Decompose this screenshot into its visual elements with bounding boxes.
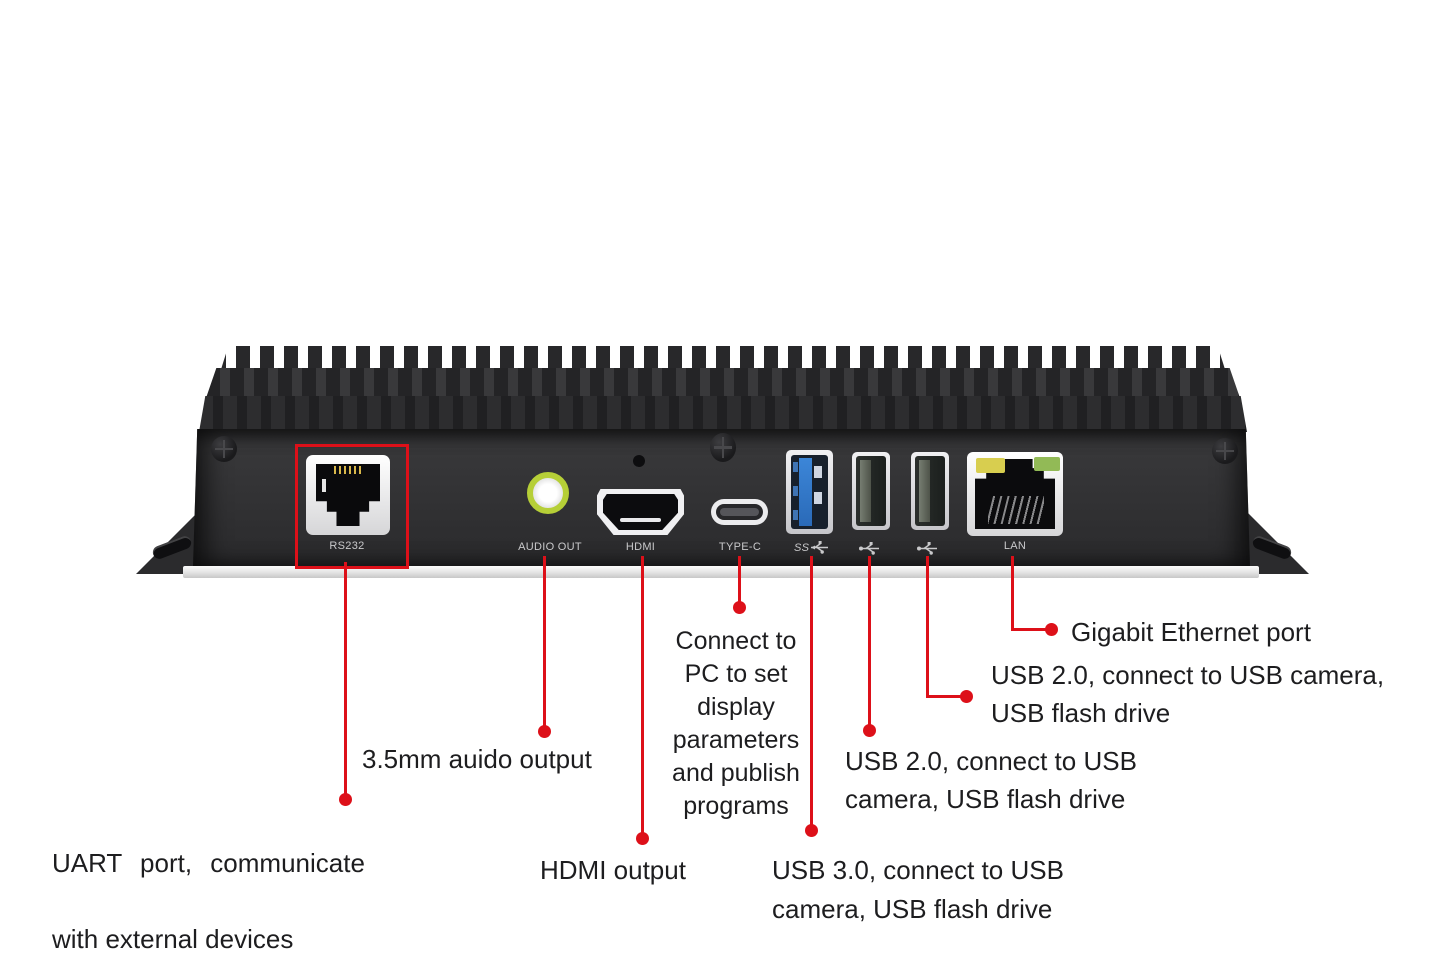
lan-label: LAN xyxy=(1003,540,1027,552)
reset-hole xyxy=(633,455,645,467)
usb2-port-1 xyxy=(852,452,890,530)
annotation-usb2-left: USB 2.0, connect to USB camera, USB flas… xyxy=(845,746,1137,814)
callout-line-typec xyxy=(738,556,741,603)
hdmi-cavity xyxy=(603,494,678,530)
lan-port xyxy=(967,452,1063,536)
rs232-label: RS232 xyxy=(329,540,365,552)
callout-dot-rs232 xyxy=(339,793,352,806)
hdmi-label: HDMI xyxy=(625,541,656,553)
annotation-lan: Gigabit Ethernet port xyxy=(1071,617,1311,647)
callout-dot-usb2-right xyxy=(960,690,973,703)
usb-trident-icon xyxy=(917,542,937,555)
annotation-typec: Connect to PC to set display parameters … xyxy=(672,627,800,820)
usb2-port-2 xyxy=(911,452,949,530)
hdmi-tongue xyxy=(620,518,661,522)
callout-line-lan-h xyxy=(1011,628,1051,631)
annotation-usb2-right: USB 2.0, connect to USB camera, USB flas… xyxy=(991,660,1385,728)
type-c-tongue xyxy=(720,508,759,516)
callout-line-usb3 xyxy=(810,556,813,826)
usb3-contact xyxy=(793,510,798,520)
screw-center xyxy=(710,433,736,462)
heatsink-fins-mid xyxy=(206,368,1240,398)
type-c-label: TYPE-C xyxy=(718,541,762,553)
rs232-highlight-box xyxy=(295,444,409,569)
callout-dot-usb3 xyxy=(805,824,818,837)
rs232-reflection xyxy=(322,479,326,492)
lan-led-yellow xyxy=(976,458,1005,473)
callout-line-hdmi xyxy=(641,556,644,834)
usb2-tongue xyxy=(919,460,930,522)
usb-superspeed-icon: SS xyxy=(794,541,832,554)
audio-out-label: AUDIO OUT xyxy=(518,541,582,553)
callout-line-rs232 xyxy=(344,562,347,795)
annotation-audio: 3.5mm auido output xyxy=(362,744,592,774)
usb-trident-icon xyxy=(859,542,879,555)
annotation-uart-line2: with external devices xyxy=(52,924,294,954)
callout-line-lan-v xyxy=(1011,556,1014,631)
base-plate-edge xyxy=(183,566,1259,578)
callout-dot-hdmi xyxy=(636,832,649,845)
type-c-port xyxy=(711,499,768,525)
annotation-uart: UART port, communicate with external dev… xyxy=(52,806,365,963)
usb3-port xyxy=(786,450,833,534)
rs232-pins xyxy=(334,466,362,474)
usb2-tongue xyxy=(860,460,871,522)
lan-led-green xyxy=(1034,457,1060,471)
callout-line-usb2-right-v xyxy=(926,556,929,698)
callout-line-audio xyxy=(543,556,546,727)
callout-dot-lan xyxy=(1045,623,1058,636)
usb3-contact xyxy=(814,466,822,478)
screw-right xyxy=(1212,438,1238,464)
screw-left xyxy=(211,436,237,462)
callout-dot-typec xyxy=(733,601,746,614)
usb3-contact xyxy=(793,486,798,496)
heatsink-base xyxy=(199,396,1247,432)
annotation-uart-line1: UART port, communicate xyxy=(52,848,365,878)
annotation-hdmi: HDMI output xyxy=(540,855,686,885)
audio-out-jack xyxy=(527,472,569,514)
usb3-contact xyxy=(814,492,822,504)
callout-dot-usb2-left xyxy=(863,724,876,737)
callout-dot-audio xyxy=(538,725,551,738)
rs232-port xyxy=(306,455,390,535)
callout-line-usb2-left xyxy=(868,556,871,726)
annotation-usb3: USB 3.0, connect to USB camera, USB flas… xyxy=(772,855,1064,924)
usb3-contact xyxy=(793,462,798,472)
usb3-tongue xyxy=(799,458,812,526)
callout-line-usb2-right-h xyxy=(926,695,966,698)
hdmi-port xyxy=(597,489,684,535)
lan-pins xyxy=(988,496,1044,524)
